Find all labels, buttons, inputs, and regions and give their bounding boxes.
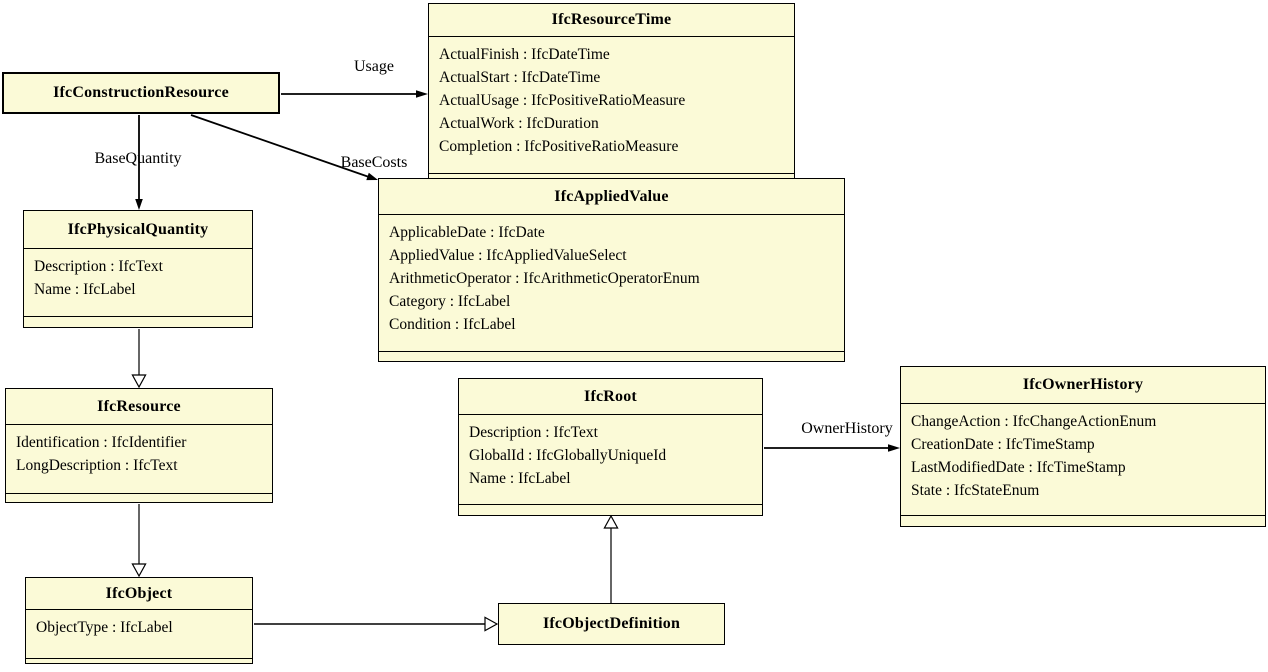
attributes-compartment: Description : IfcText GlobalId : IfcGlob… <box>459 414 762 504</box>
class-box-ifcobjectdefinition: IfcObjectDefinition <box>498 603 725 645</box>
attributes-compartment: ObjectType : IfcLabel <box>26 609 252 658</box>
class-attribute: Category : IfcLabel <box>389 293 511 310</box>
empty-compartment <box>901 515 1265 526</box>
class-title: IfcResource <box>97 397 181 415</box>
empty-compartment <box>459 504 762 515</box>
class-attribute: LongDescription : IfcText <box>16 457 178 474</box>
class-attribute: Description : IfcText <box>469 424 598 441</box>
class-attribute: ActualFinish : IfcDateTime <box>439 46 610 63</box>
class-attribute: GlobalId : IfcGloballyUniqueId <box>469 447 667 464</box>
class-attribute: ApplicableDate : IfcDate <box>389 224 545 241</box>
class-box-ifcroot: IfcRoot Description : IfcText GlobalId :… <box>458 378 763 516</box>
class-attribute: AppliedValue : IfcAppliedValueSelect <box>389 247 627 264</box>
class-title: IfcResourceTime <box>551 11 672 28</box>
class-attribute: Completion : IfcPositiveRatioMeasure <box>439 138 679 155</box>
class-box-ifcconstructionresource: IfcConstructionResource <box>2 72 280 114</box>
class-attribute: Description : IfcText <box>34 258 163 275</box>
class-attribute: Condition : IfcLabel <box>389 316 516 333</box>
class-title: IfcConstructionResource <box>53 84 229 101</box>
class-attribute: Name : IfcLabel <box>469 470 571 487</box>
class-attribute: ActualStart : IfcDateTime <box>439 69 601 86</box>
attributes-compartment: Description : IfcText Name : IfcLabel <box>24 248 252 316</box>
class-attribute: ObjectType : IfcLabel <box>36 619 173 636</box>
attributes-compartment: ApplicableDate : IfcDate AppliedValue : … <box>379 214 844 351</box>
attributes-compartment: ActualFinish : IfcDateTime ActualStart :… <box>429 36 794 173</box>
edge-label-usage: Usage <box>354 58 394 75</box>
class-attribute: ActualWork : IfcDuration <box>439 115 599 132</box>
class-attribute: Identification : IfcIdentifier <box>16 434 187 451</box>
empty-compartment <box>26 658 252 663</box>
class-title: IfcAppliedValue <box>554 187 669 205</box>
class-attribute: ChangeAction : IfcChangeActionEnum <box>911 413 1157 430</box>
class-box-ifcresource: IfcResource Identification : IfcIdentifi… <box>5 388 273 503</box>
class-box-ifcobject: IfcObject ObjectType : IfcLabel <box>25 577 253 664</box>
class-title: IfcOwnerHistory <box>1022 376 1144 393</box>
edge-label-ownerhistory: OwnerHistory <box>801 420 893 437</box>
attributes-compartment: ChangeAction : IfcChangeActionEnum Creat… <box>901 403 1265 515</box>
class-attribute: State : IfcStateEnum <box>911 482 1040 499</box>
edge-label-basecosts: BaseCosts <box>340 154 408 171</box>
class-title: IfcRoot <box>584 387 637 405</box>
class-title: IfcPhysicalQuantity <box>67 220 209 238</box>
attributes-compartment: Identification : IfcIdentifier LongDescr… <box>6 424 272 493</box>
class-box-ifcphysicalquantity: IfcPhysicalQuantity Description : IfcTex… <box>23 210 253 328</box>
class-box-ifcresourcetime: IfcResourceTime ActualFinish : IfcDateTi… <box>428 3 795 185</box>
class-attribute: ActualUsage : IfcPositiveRatioMeasure <box>439 92 686 109</box>
empty-compartment <box>6 493 272 502</box>
class-title: IfcObject <box>105 584 173 602</box>
class-attribute: CreationDate : IfcTimeStamp <box>911 436 1095 453</box>
class-box-ifcappliedvalue: IfcAppliedValue ApplicableDate : IfcDate… <box>378 178 845 362</box>
empty-compartment <box>24 316 252 327</box>
class-attribute: Name : IfcLabel <box>34 281 136 298</box>
empty-compartment <box>379 351 844 361</box>
class-box-ifcownerhistory: IfcOwnerHistory ChangeAction : IfcChange… <box>900 366 1266 527</box>
class-title: IfcObjectDefinition <box>542 615 681 632</box>
class-attribute: LastModifiedDate : IfcTimeStamp <box>911 459 1126 476</box>
empty-compartment <box>429 173 794 184</box>
edge-label-basequantity: BaseQuantity <box>94 150 182 167</box>
class-attribute: ArithmeticOperator : IfcArithmeticOperat… <box>389 270 700 287</box>
